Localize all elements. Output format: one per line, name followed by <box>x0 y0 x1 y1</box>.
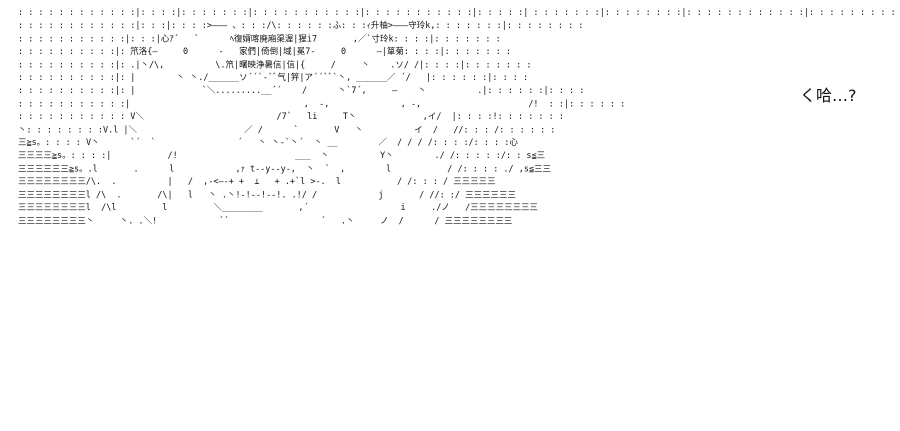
ascii-art-line: 三三三三三三三三l /\ . /\| l 丶 .丶!-!--!--!. .!/ … <box>18 189 516 200</box>
ascii-art-line: : : : : : : : : : :|: | `＼.........__´´ … <box>18 85 585 96</box>
ascii-art-line: : : : : : : : : : :|: 笊洛{— 0 - 家們|倚倒|域|冕… <box>18 46 512 57</box>
ascii-art-line: 三≧s。: : : : V丶 `´ ` ´ 丶 丶-`丶´ 丶 __ ／ / /… <box>18 137 518 148</box>
ascii-art-line: 三三三三≧s。: : : :| /! ___ 丶 Y丶 ./ /: : : : … <box>18 150 546 161</box>
ascii-art-line: 丶: : : : : : : :V.l |＼ ／ / ` V 丶 イ / //:… <box>18 124 556 135</box>
speech-text: く哈…? <box>800 86 857 105</box>
ascii-art-line: : : : : : : : : : : : V＼ /7` li T丶 ,イ/ |… <box>18 111 564 122</box>
ascii-art-line: : : : : : : : : : : : :|: : :|: : : :>——… <box>18 20 584 31</box>
ascii-art-line: 三三三三三三≧s。.l . l ,ｧ t--y--y-, 丶 ` , l / /… <box>18 163 551 174</box>
ascii-art-line: : : : : : : : : : : : :|: : : :|: : : : … <box>18 7 896 18</box>
ascii-art-line: 三三三三三三三三l /\l l ＼________ ,´ i ./ノ /三三三三… <box>18 202 539 213</box>
ascii-art-line: : : : : : : : : : :|: | 丶 丶./______ソ´´`-… <box>18 72 529 83</box>
ascii-art-text: : : : : : : : : : : : :|: : : :|: : : : … <box>18 6 896 227</box>
ascii-art-line: : : : : : : : : : : :|: : :|心ｱ´ ` ﾍ復婿喀廃廂… <box>18 33 501 44</box>
ascii-art-line: : : : : : : : : : : :| , -, , -, /! : :|… <box>18 98 626 109</box>
ascii-art-line: : : : : : : : : : :|: .|丶/\, \.笊|曙映浄暑信|信… <box>18 59 532 70</box>
ascii-art-line: 三三三三三三三三丶 丶. .＼! ´´ ´ .丶 ノ / / 三三三三三三三三 <box>18 215 513 226</box>
ascii-art-line: 三三三三三三三三/\. . | / ,-<—-+ + ⊥ + .+`l >-. … <box>18 176 496 187</box>
